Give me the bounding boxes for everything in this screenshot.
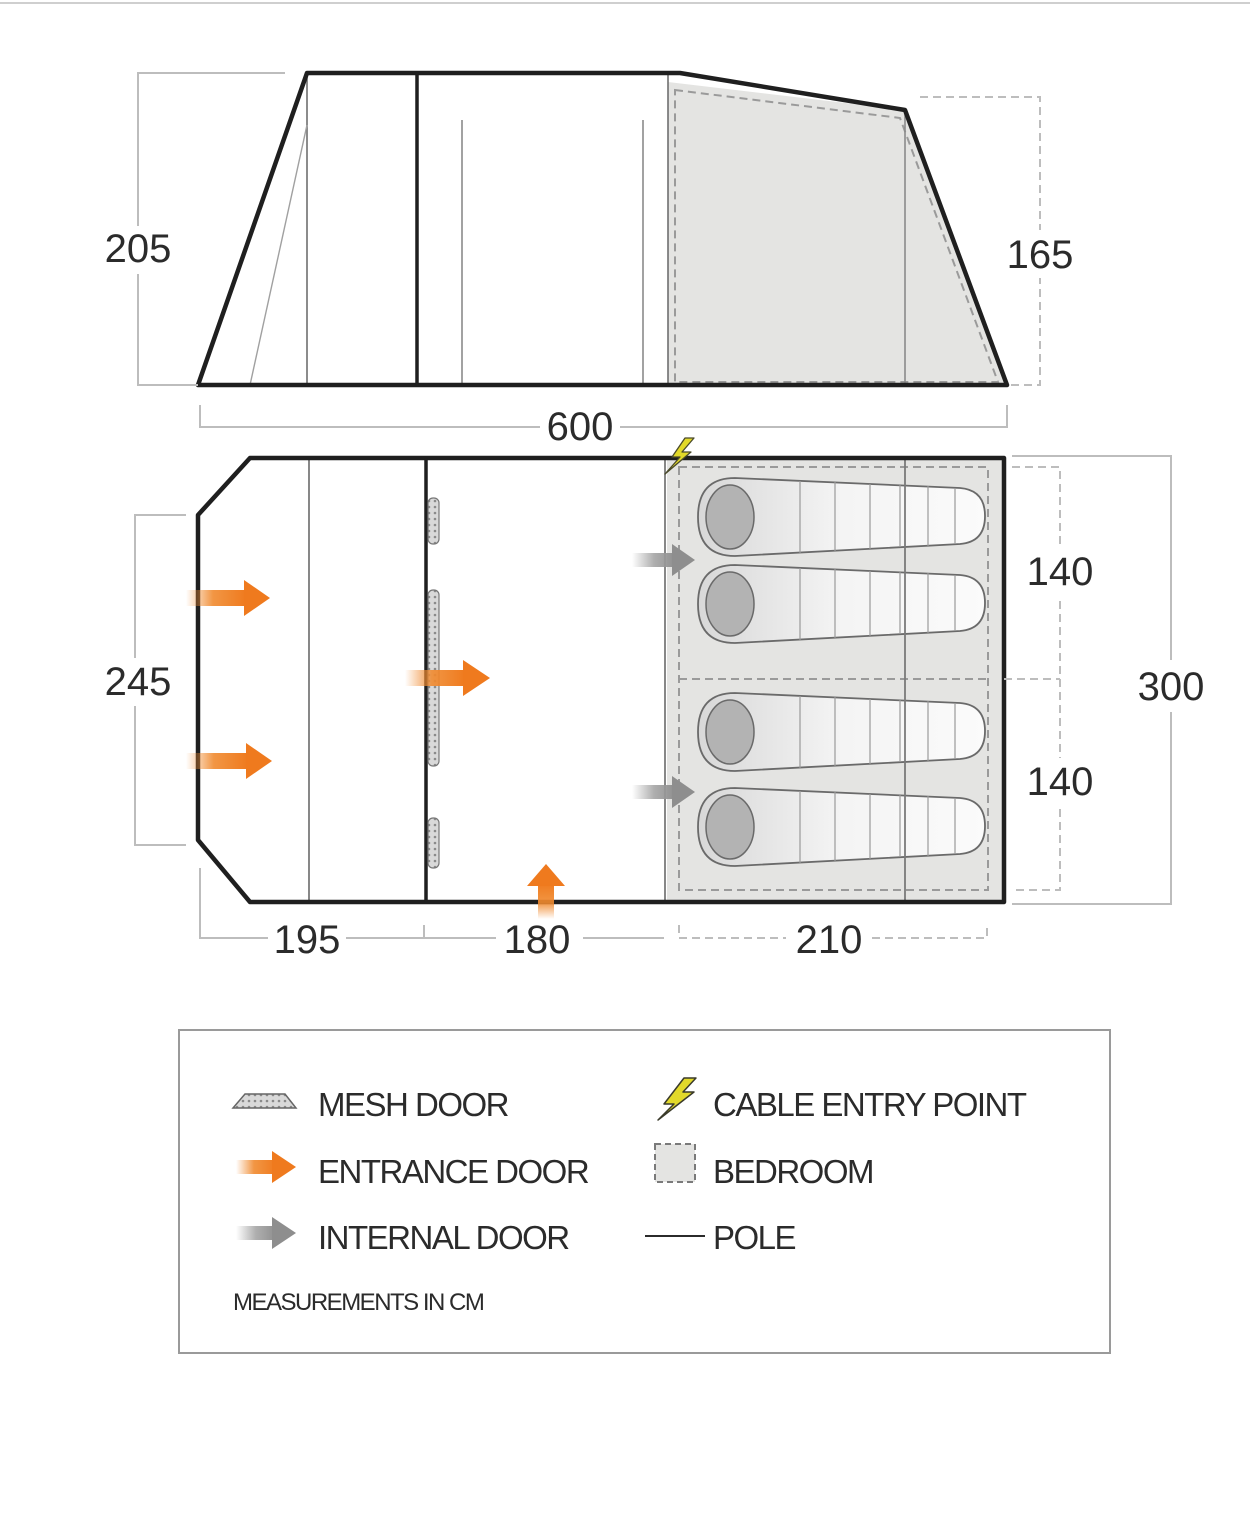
dim-total-width: 300: [1138, 665, 1205, 709]
dim-bedroom-1: 140: [1027, 550, 1094, 594]
side-pole-2: [249, 124, 308, 386]
cable-entry-bolt-icon: [664, 437, 695, 475]
dim-total-length: 600: [547, 405, 614, 449]
sleeping-bag: [697, 692, 986, 772]
lightning-bolt-icon: [657, 1077, 697, 1121]
entrance-door-arrow: [186, 743, 272, 779]
dim-section-3-line: [678, 925, 786, 939]
legend-measurements-note: MEASUREMENTS IN CM: [233, 1289, 484, 1316]
entrance-door-arrow: [405, 660, 490, 696]
dim-section-3: 210: [796, 918, 863, 962]
legend-mesh-door: MESH DOOR: [318, 1086, 509, 1123]
dim-bedroom-line: [1012, 466, 1061, 891]
legend: MESH DOOR ENTRANCE DOOR INTERNAL DOOR CA…: [178, 1029, 1111, 1354]
side-outline: [195, 70, 1010, 388]
legend-pole: POLE: [713, 1219, 796, 1256]
dim-height-right: 165: [1007, 233, 1074, 277]
dim-bedroom-2: 140: [1027, 760, 1094, 804]
sleeping-bag: [697, 477, 986, 557]
dim-section-1: 195: [274, 918, 341, 962]
sleeping-bag: [697, 564, 986, 644]
entrance-door-arrow: [186, 580, 270, 616]
mesh-door: [427, 817, 440, 869]
legend-bedroom: BEDROOM: [713, 1153, 873, 1190]
dim-front-depth: 245: [105, 660, 172, 704]
mesh-door: [427, 497, 440, 545]
plan-outline: [195, 455, 1007, 905]
entrance-door-arrow: [527, 864, 565, 919]
dim-section-1-line: [199, 868, 268, 939]
sleeping-bag: [697, 787, 986, 867]
side-bedroom-fill: [668, 82, 1005, 385]
mesh-door-icon: [231, 1093, 298, 1109]
legend-internal-door: INTERNAL DOOR: [318, 1219, 569, 1256]
internal-arrow-icon: [236, 1217, 296, 1249]
dim-height-left: 205: [105, 227, 172, 271]
side-view: 205 165 600: [98, 70, 1080, 450]
legend-cable-entry-point: CABLE ENTRY POINT: [713, 1086, 1027, 1123]
dim-section-2: 180: [504, 918, 571, 962]
legend-box: [178, 1029, 1111, 1354]
internal-door-arrow: [632, 776, 695, 808]
entrance-arrow-icon: [236, 1151, 296, 1183]
bedroom-icon: [654, 1143, 696, 1183]
side-bedroom-dashed: [674, 88, 1000, 383]
internal-door-arrow: [632, 544, 695, 576]
floor-plan: 245 300 140 140 195 180 210: [98, 437, 1211, 962]
legend-entrance-door: ENTRANCE DOOR: [318, 1153, 589, 1190]
